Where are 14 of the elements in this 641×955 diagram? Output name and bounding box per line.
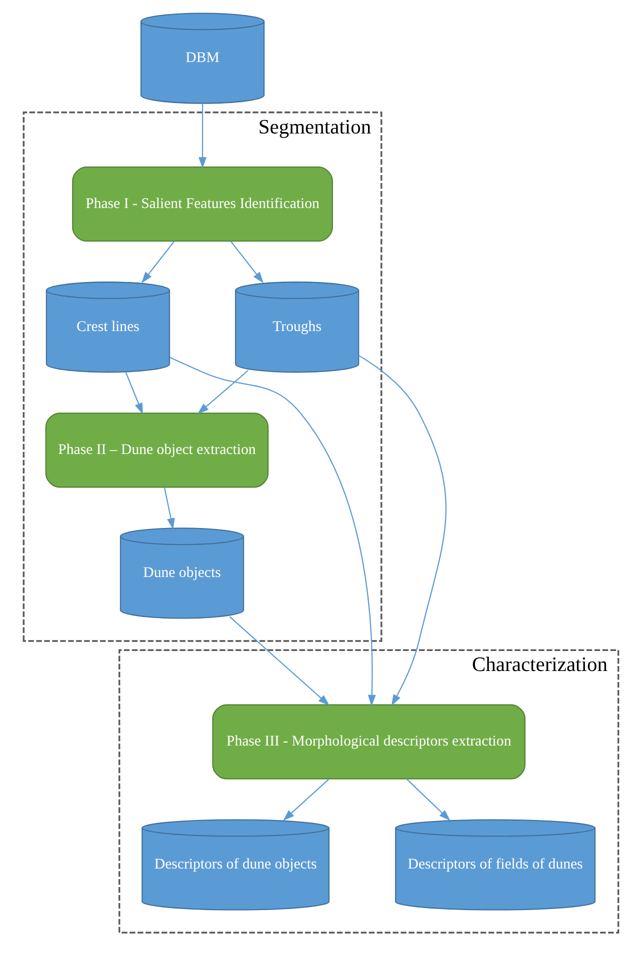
node-box: Phase III - Morphological descriptors extraction [212,704,525,780]
node-box: Phase I - Salient Features Identification [72,166,332,242]
arrow [282,778,330,821]
arrow [163,487,174,530]
arrow [140,240,174,284]
arrow [198,104,206,169]
arrow [124,372,142,414]
arrow [169,356,376,706]
arrow [406,778,450,821]
arrow [228,616,330,706]
arrow [358,354,446,706]
arrow [196,370,248,414]
arrow [230,240,264,284]
node-box: Phase II – Dune object extraction [44,412,268,488]
